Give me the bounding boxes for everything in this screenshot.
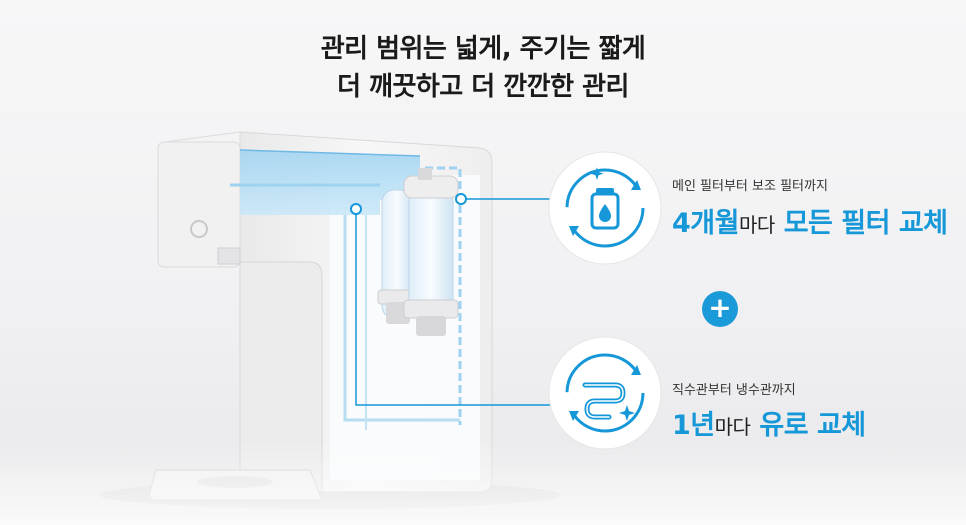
feature-title-connector: 마다 [738, 213, 775, 237]
feature-caption: 메인 필터부터 보조 필터까지 [672, 179, 828, 194]
feature-caption: 직수관부터 냉수관까지 [672, 383, 796, 398]
water-pipe-replace-icon [548, 336, 662, 450]
feature-title: 4개월마다 모든 필터 교체 [672, 201, 948, 240]
plus-icon: + [702, 291, 738, 327]
filter-replace-icon [548, 151, 662, 265]
feature-title-action: 유로 교체 [759, 410, 866, 441]
feature-title: 1년마다 유로 교체 [672, 403, 866, 442]
headline: 관리 범위는 넓게, 주기는 짧게 더 깨끗하고 더 깐깐한 관리 [0, 30, 966, 106]
headline-line-1: 관리 범위는 넓게, 주기는 짧게 [320, 34, 646, 64]
feature-title-action: 모든 필터 교체 [783, 208, 948, 239]
feature-title-period: 1년 [672, 410, 715, 441]
feature-title-period: 4개월 [672, 208, 739, 239]
feature-title-connector: 마다 [714, 415, 751, 439]
headline-line-2: 더 깨끗하고 더 깐깐한 관리 [337, 72, 629, 102]
